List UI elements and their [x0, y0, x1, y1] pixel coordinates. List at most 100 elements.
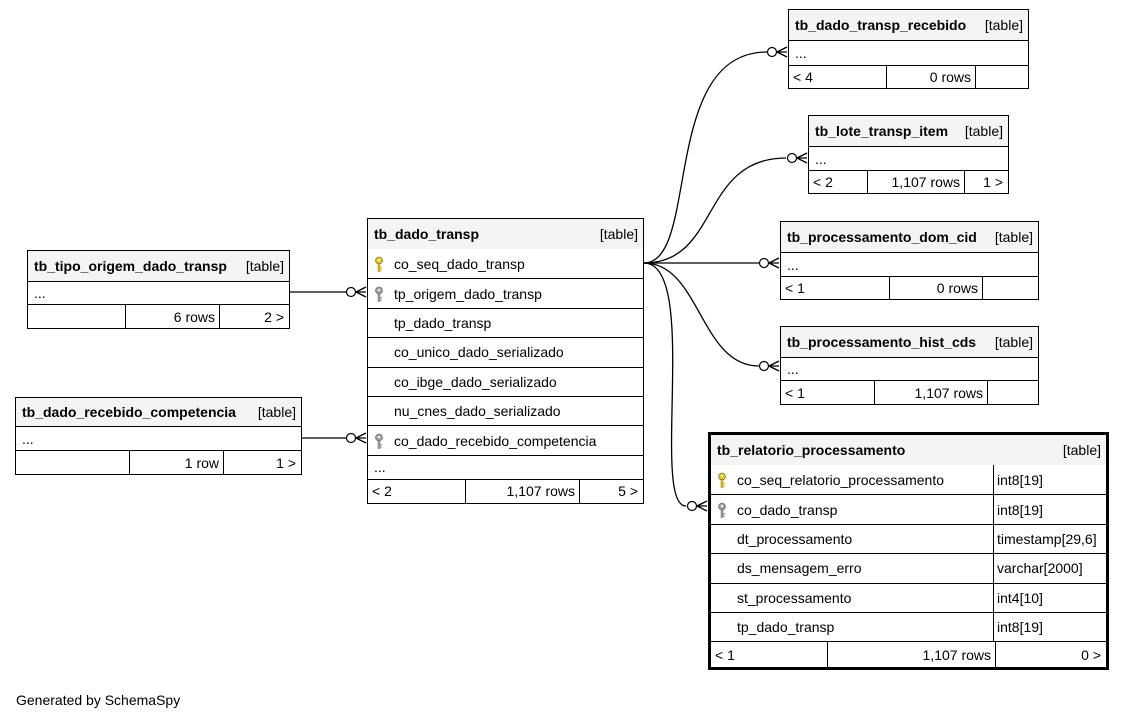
edge-lote-item-line — [643, 157, 787, 264]
parents-count: < 4 — [793, 69, 813, 85]
children-count: 2 > — [219, 305, 289, 328]
table-name: tb_relatorio_processamento — [717, 442, 906, 458]
parents-count: < 1 — [785, 280, 805, 296]
table-tb-tipo-origem-dado-transp[interactable]: tb_tipo_origem_dado_transp [table] ... 6… — [27, 250, 290, 329]
parents-count: < 2 — [813, 174, 833, 190]
edge-recebido-competencia-optional-marker — [345, 432, 357, 444]
table-type-tag: [table] — [994, 334, 1033, 350]
column-name: st_processamento — [737, 589, 852, 606]
table-footer: < 1 1,107 rows — [781, 380, 1038, 404]
table-type-tag: [table] — [245, 258, 284, 274]
table-tb-lote-transp-item[interactable]: tb_lote_transp_item [table] ... < 2 1,10… — [808, 115, 1009, 194]
table-footer: < 2 1,107 rows 1 > — [809, 170, 1008, 193]
column-name: co_ibge_dado_serializado — [394, 373, 557, 390]
table-header: tb_processamento_hist_cds [table] — [781, 327, 1038, 357]
column-row[interactable]: tp_origem_dado_transp — [368, 278, 643, 307]
children-count — [975, 66, 1028, 88]
generated-by-label: Generated by SchemaSpy — [16, 692, 181, 708]
column-row[interactable]: co_unico_dado_serializado — [368, 337, 643, 366]
table-footer: < 1 1,107 rows 0 > — [711, 641, 1106, 668]
edge-relatorio-optional-marker — [686, 500, 698, 512]
table-header: tb_tipo_origem_dado_transp [table] — [28, 251, 289, 281]
column-row[interactable]: tp_dado_transp — [368, 307, 643, 337]
table-name: tb_tipo_origem_dado_transp — [34, 258, 227, 274]
edge-transp-recebido-crowfoot — [776, 46, 788, 58]
table-type-tag: [table] — [1062, 442, 1101, 458]
table-tb-processamento-dom-cid[interactable]: tb_processamento_dom_cid [table] ... < 1… — [780, 221, 1039, 300]
column-name: co_seq_dado_transp — [394, 255, 525, 272]
table-tb-relatorio-processamento[interactable]: tb_relatorio_processamento [table] co_se… — [708, 432, 1109, 671]
table-tb-processamento-hist-cds[interactable]: tb_processamento_hist_cds [table] ... < … — [780, 326, 1039, 405]
column-name: tp_dado_transp — [394, 314, 492, 331]
column-name: nu_cnes_dado_serializado — [394, 403, 561, 420]
column-name: co_seq_relatorio_processamento — [737, 471, 945, 488]
column-row[interactable]: co_seq_dado_transp — [368, 249, 643, 278]
table-footer: < 4 0 rows — [789, 65, 1028, 88]
parents-count: < 1 — [715, 646, 735, 663]
edge-dom-cid-optional-marker — [758, 257, 770, 269]
column-name: co_dado_recebido_competencia — [394, 432, 597, 449]
table-tb-dado-transp-recebido[interactable]: tb_dado_transp_recebido [table] ... < 4 … — [788, 9, 1029, 89]
row-count: 1,107 rows — [465, 479, 579, 503]
table-name: tb_lote_transp_item — [815, 123, 949, 139]
columns-ellipsis: ... — [809, 146, 1008, 170]
table-header: tb_processamento_dom_cid [table] — [781, 222, 1038, 252]
column-row[interactable]: co_ibge_dado_serializado — [368, 366, 643, 396]
foreign-key-icon — [711, 502, 733, 518]
column-row[interactable]: nu_cnes_dado_serializado — [368, 395, 643, 425]
children-count — [982, 277, 1038, 299]
table-type-tag: [table] — [599, 226, 638, 242]
column-name: tp_dado_transp — [737, 619, 835, 636]
table-name: tb_dado_recebido_competencia — [22, 404, 236, 420]
table-header: tb_dado_recebido_competencia [table] — [16, 398, 301, 426]
column-type: int8[19] — [993, 495, 1106, 524]
edge-hist-cds-crowfoot — [768, 360, 780, 372]
column-type: int4[10] — [993, 583, 1106, 612]
table-footer: < 2 1,107 rows 5 > — [368, 478, 643, 503]
edge-recebido-competencia-crowfoot — [355, 432, 367, 444]
edge-tipo-origem-crowfoot — [355, 286, 367, 298]
columns-ellipsis: ... — [28, 281, 289, 304]
columns-ellipsis: ... — [368, 454, 643, 479]
columns-ellipsis: ... — [781, 357, 1038, 380]
row-count: 1 row — [129, 451, 223, 474]
primary-key-icon — [711, 472, 733, 488]
parents-count — [16, 451, 129, 474]
table-tb-dado-transp[interactable]: tb_dado_transp [table] co_seq_dado_trans… — [367, 218, 644, 504]
table-type-tag: [table] — [994, 229, 1033, 245]
edge-hist-cds-optional-marker — [758, 360, 770, 372]
table-name: tb_dado_transp_recebido — [795, 17, 967, 33]
parents-count: < 1 — [785, 384, 805, 401]
row-count: 1,107 rows — [827, 642, 995, 668]
children-count — [987, 381, 1038, 404]
column-name: ds_mensagem_erro — [737, 560, 862, 577]
foreign-key-icon — [368, 286, 390, 302]
row-count: 0 rows — [886, 66, 975, 88]
edge-transp-recebido-optional-marker — [766, 46, 778, 58]
edge-relatorio-line — [643, 262, 687, 507]
columns-ellipsis: ... — [16, 426, 301, 450]
column-row[interactable]: st_processamento int4[10] — [711, 582, 1106, 612]
edge-lote-item-crowfoot — [796, 152, 808, 164]
edge-transp-recebido-line — [643, 51, 768, 264]
table-type-tag: [table] — [257, 404, 296, 420]
column-row[interactable]: co_dado_recebido_competencia — [368, 425, 643, 454]
children-count: 5 > — [579, 479, 643, 503]
parents-count: < 2 — [372, 483, 392, 500]
children-count: 0 > — [995, 642, 1106, 668]
parents-count — [28, 305, 125, 328]
table-tb-dado-recebido-competencia[interactable]: tb_dado_recebido_competencia [table] ...… — [15, 397, 302, 475]
primary-key-icon — [368, 256, 390, 272]
edge-dom-cid-crowfoot — [768, 257, 780, 269]
table-header: tb_relatorio_processamento [table] — [711, 435, 1106, 465]
table-type-tag: [table] — [964, 123, 1003, 139]
edge-hist-cds-line — [643, 262, 760, 367]
table-footer: 1 row 1 > — [16, 450, 301, 474]
table-footer: < 1 0 rows — [781, 276, 1038, 299]
